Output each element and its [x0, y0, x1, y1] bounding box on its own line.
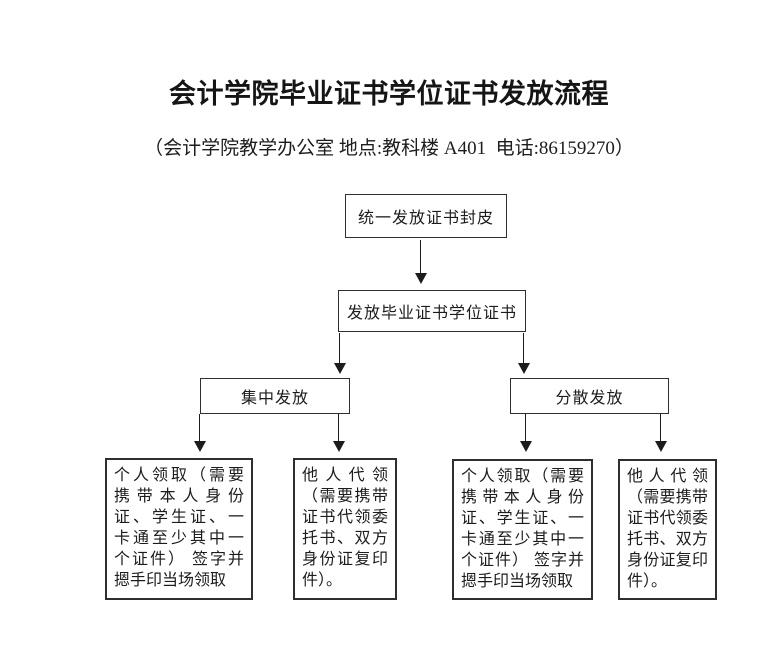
leaf-text-line: 卡通至少其中一 — [461, 531, 584, 548]
flow-node-issue-certificates-label: 发放毕业证书学位证书 — [346, 305, 517, 322]
leaf-text-line: 证、学生证、一 — [114, 509, 244, 526]
arrow-shaft — [659, 414, 662, 441]
arrow-decentralized-to-personal — [519, 414, 532, 452]
arrow-issue-to-centralized — [333, 333, 346, 374]
arrow-head-icon — [333, 363, 346, 374]
leaf-text-line: （需要携带 — [627, 489, 708, 506]
leaf-text-line: 身份证复印 — [302, 551, 388, 568]
flow-node-issue-certificates: 发放毕业证书学位证书 — [338, 290, 526, 332]
arrow-shaft — [337, 414, 340, 441]
page-title: 会计学院毕业证书学位证书发放流程 — [169, 79, 609, 109]
flow-node-proxy-pickup-left: 他人代领 （需要携带证书代领委托书、双方身份证复印件）。 — [293, 458, 397, 600]
leaf-text-line: 托书、双方 — [627, 531, 708, 548]
leaf-text-line: 件）。 — [627, 573, 668, 590]
flow-node-decentralized-label: 分散发放 — [555, 390, 624, 407]
leaf-text-line: 件）。 — [302, 572, 343, 589]
leaf-text-line: 个证件） 签字并 — [114, 551, 244, 568]
arrow-head-icon — [414, 273, 427, 284]
arrow-shaft — [198, 414, 201, 441]
arrow-head-icon — [654, 441, 667, 452]
leaf-text-line: 携带本人身份 — [114, 488, 244, 505]
flow-node-cover-issue: 统一发放证书封皮 — [345, 194, 507, 238]
arrow-head-icon — [193, 441, 206, 452]
leaf-text-line: 身份证复印 — [627, 552, 708, 569]
leaf-text-line: 证书代领委 — [302, 509, 388, 526]
leaf-text-line: 摁手印当场领取 — [461, 573, 574, 590]
leaf-text-line: 个证件） 签字并 — [461, 552, 584, 569]
flow-node-personal-pickup-left: 个人领取（需要携带本人身份证、学生证、一卡通至少其中一个证件） 签字并摁手印当场… — [105, 458, 253, 600]
arrow-shaft — [338, 333, 341, 363]
arrow-head-icon — [332, 441, 345, 452]
leaf-text-line: 摁手印当场领取 — [114, 572, 227, 589]
page-subtitle: （会计学院教学办公室 地点:教科楼 A401 电话:86159270） — [144, 138, 634, 159]
flow-node-personal-pickup-right: 个人领取（需要携带本人身份证、学生证、一卡通至少其中一个证件） 签字并摁手印当场… — [452, 459, 593, 600]
leaf-text-line: 托书、双方 — [302, 530, 388, 547]
leaf-text-line: 个人领取（需要 — [461, 468, 584, 485]
leaf-text-line: 证、学生证、一 — [461, 510, 584, 527]
arrow-shaft — [522, 333, 525, 363]
leaf-text-line: 他人代领 — [302, 467, 388, 484]
arrow-head-icon — [519, 441, 532, 452]
flow-node-decentralized: 分散发放 — [510, 378, 669, 414]
arrow-centralized-to-personal — [193, 414, 206, 452]
flow-node-centralized: 集中发放 — [200, 378, 350, 414]
leaf-text-line: 携带本人身份 — [461, 489, 584, 506]
arrow-root-to-issue — [414, 240, 427, 284]
arrow-shaft — [419, 240, 422, 273]
arrow-issue-to-decentralized — [517, 333, 530, 374]
leaf-text-line: 他人代领 — [627, 468, 708, 485]
leaf-text-line: 证书代领委 — [627, 510, 708, 527]
flow-node-centralized-label: 集中发放 — [240, 390, 309, 407]
flow-node-proxy-pickup-right: 他人代领 （需要携带证书代领委托书、双方身份证复印件）。 — [618, 459, 717, 600]
leaf-text-line: （需要携带 — [302, 488, 388, 505]
arrow-head-icon — [517, 363, 530, 374]
flow-node-cover-issue-label: 统一发放证书封皮 — [357, 210, 494, 227]
arrow-decentralized-to-proxy — [654, 414, 667, 452]
leaf-text-line: 个人领取（需要 — [114, 467, 244, 484]
arrow-centralized-to-proxy — [332, 414, 345, 452]
arrow-shaft — [524, 414, 527, 441]
leaf-text-line: 卡通至少其中一 — [114, 530, 244, 547]
